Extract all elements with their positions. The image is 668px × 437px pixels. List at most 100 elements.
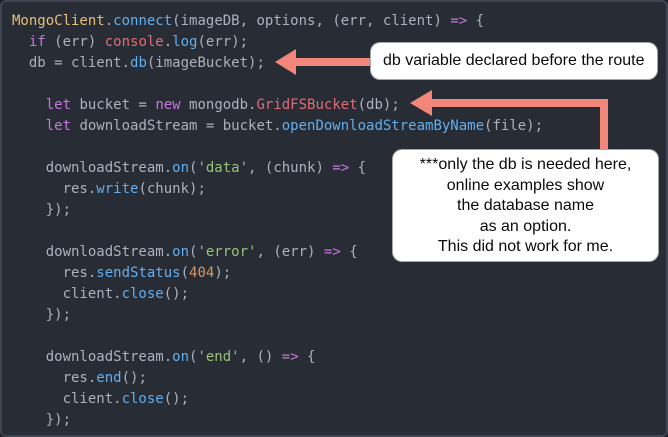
arrow-shaft (295, 58, 371, 66)
code-token: downloadStream = bucket. (71, 118, 282, 134)
code-line: res.write(chunk); (12, 179, 666, 200)
code-token: , (err) (256, 244, 324, 260)
code-line: res.end(); (12, 368, 666, 389)
code-token: bucket = (71, 97, 156, 113)
code-token: }); (12, 307, 72, 323)
code-line: }); (12, 200, 666, 221)
code-line: let downloadStream = bucket.openDownload… (12, 116, 666, 137)
code-token: client. (12, 391, 122, 407)
code-token: (chunk); (138, 181, 206, 197)
code-token: => (450, 13, 468, 29)
code-token: (err) (45, 34, 105, 50)
code-token: console (104, 34, 164, 50)
code-token: let (45, 118, 72, 134)
code-token: . (104, 13, 114, 29)
callout-note-line: online examples show (446, 176, 605, 194)
arrow-left-icon (275, 49, 296, 75)
code-token: ( (189, 349, 198, 365)
code-token: let (45, 97, 72, 113)
code-line: client.close(); (12, 284, 666, 305)
callout-db-variable-text: db variable declared before the route (383, 52, 645, 69)
arrow-shaft-horizontal (431, 99, 608, 107)
code-line: }); (12, 305, 666, 326)
code-token: db (130, 55, 147, 71)
code-token: }); (12, 412, 72, 428)
code-token: downloadStream. (12, 160, 173, 176)
code-token: new (155, 97, 181, 113)
code-token (12, 118, 46, 134)
code-token: 'data' (197, 160, 249, 176)
code-token (12, 34, 29, 50)
code-token: { (298, 349, 316, 365)
callout-note-line: This did not work for me. (437, 238, 614, 255)
code-token: db = client. (12, 55, 131, 71)
code-token: 'end' (197, 349, 240, 365)
code-token: { (349, 160, 367, 176)
code-line: if (err) console.log(err); (12, 32, 666, 53)
code-line: db = client.db(imageBucket); (12, 53, 666, 74)
code-token: ( (180, 265, 190, 281)
code-token: , (chunk) (248, 160, 333, 176)
code-token: => (332, 160, 350, 176)
code-line: MongoClient.connect(imageDB, options, (e… (12, 11, 666, 32)
callout-note-line: the database name (457, 197, 594, 214)
arrow-left-icon (410, 90, 432, 116)
code-token: log (172, 34, 198, 50)
code-token: => (323, 244, 341, 260)
code-line: res.sendStatus(404); (12, 263, 666, 284)
code-token: res. (12, 265, 97, 281)
code-token: downloadStream. (12, 244, 173, 260)
arrow-shaft-vertical (600, 99, 608, 150)
code-token: if (28, 34, 46, 50)
code-line (12, 326, 666, 347)
callout-note-line: as an option. (479, 217, 572, 235)
code-token: GridFSBucket (256, 97, 358, 113)
code-token: { (340, 244, 358, 260)
code-token: openDownloadStreamByName (281, 118, 485, 134)
code-token: client. (12, 286, 122, 302)
code-token: (); (163, 286, 190, 302)
code-token: on (172, 244, 190, 260)
callout-db-variable: db variable declared before the route (370, 42, 658, 80)
code-token: on (172, 349, 190, 365)
code-token: ( (189, 244, 198, 260)
code-token: , () (239, 349, 282, 365)
code-token: => (281, 349, 299, 365)
code-token: res. (12, 370, 97, 386)
code-token: (); (121, 370, 147, 386)
code-token: ( (189, 160, 198, 176)
code-token: end (96, 370, 122, 386)
code-token: { (467, 13, 485, 29)
code-token: (imageDB, options, (err, client) (172, 13, 451, 29)
code-line: client.close(); (12, 389, 666, 410)
code-line: downloadStream.on('error', (err) => { (12, 242, 666, 263)
code-token: }); (12, 202, 72, 218)
code-token: (imageBucket); (146, 55, 265, 71)
code-token: ); (214, 265, 232, 281)
code-token: . (163, 34, 173, 50)
code-token: write (96, 181, 139, 197)
code-line: }); (12, 410, 666, 431)
code-token: MongoClient (12, 13, 105, 29)
code-token: close (121, 286, 164, 302)
code-token: connect (113, 13, 173, 29)
code-token: (err); (197, 34, 249, 50)
code-token: (); (163, 391, 190, 407)
code-token: (file); (484, 118, 544, 134)
code-line: let bucket = new mongodb.GridFSBucket(db… (12, 95, 666, 116)
code-line: downloadStream.on('end', () => { (12, 347, 666, 368)
code-token: 404 (189, 265, 215, 281)
code-token (12, 97, 46, 113)
code-token: 'error' (197, 244, 257, 260)
callout-note-line: ***only the db is needed here, (419, 156, 632, 173)
code-token: on (172, 160, 190, 176)
code-token: res. (12, 181, 97, 197)
code-token: close (121, 391, 164, 407)
code-token: downloadStream. (12, 349, 173, 365)
code-token: mongodb. (180, 97, 257, 113)
code-line: downloadStream.on('data', (chunk) => { (12, 158, 666, 179)
code-token: (db); (357, 97, 400, 113)
code-token: sendStatus (96, 265, 181, 281)
